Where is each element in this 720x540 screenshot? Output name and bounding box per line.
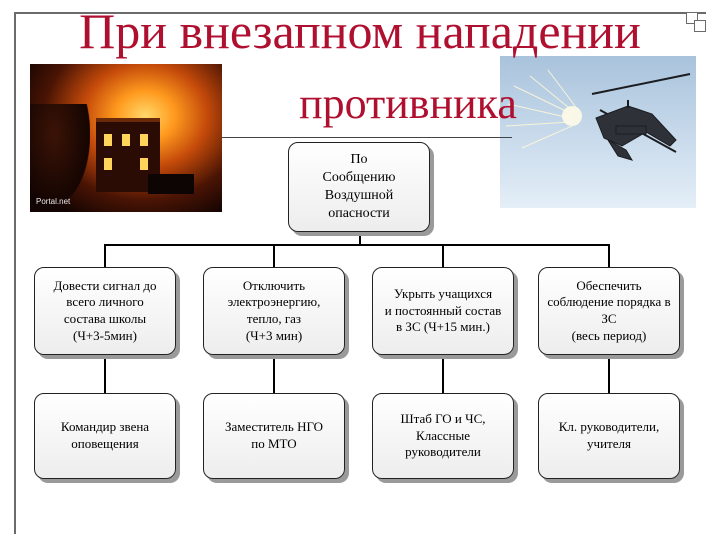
- air-raid-alert-box: По Сообщению Воздушной опасности: [288, 142, 430, 232]
- connector-mid-4: [608, 354, 610, 394]
- responsible-box-staff: Штаб ГО и ЧС, Классные руководители: [372, 393, 514, 479]
- responsible-box-teachers: Кл. руководители, учителя: [538, 393, 680, 479]
- connector-top-stem: [359, 231, 361, 245]
- action-box-utilities: Отключить электроэнергию, тепло, газ (Ч+…: [203, 267, 345, 355]
- action-box-text: Отключить электроэнергию, тепло, газ (Ч+…: [228, 278, 321, 345]
- slide-title-line2: противника: [48, 82, 720, 126]
- action-box-text: Укрыть учащихся и постоянный состав в ЗС…: [385, 286, 501, 336]
- connector-horizontal-bus: [104, 244, 610, 246]
- action-box-signal: Довести сигнал до всего личного состава …: [34, 267, 176, 355]
- connector-drop-1: [104, 244, 106, 268]
- responsible-box-text: Штаб ГО и ЧС, Классные руководители: [401, 411, 486, 461]
- air-raid-alert-text: По Сообщению Воздушной опасности: [323, 151, 396, 224]
- action-box-text: Обеспечить соблюдение порядка в ЗС (весь…: [543, 278, 675, 345]
- action-box-shelter: Укрыть учащихся и постоянный состав в ЗС…: [372, 267, 514, 355]
- connector-mid-2: [273, 354, 275, 394]
- connector-mid-1: [104, 354, 106, 394]
- photo-watermark: Portal.net: [36, 197, 70, 206]
- action-box-order: Обеспечить соблюдение порядка в ЗС (весь…: [538, 267, 680, 355]
- responsible-box-deputy: Заместитель НГО по МТО: [203, 393, 345, 479]
- connector-mid-3: [442, 354, 444, 394]
- attack-helicopter-photo: [500, 56, 696, 208]
- connector-drop-3: [442, 244, 444, 268]
- responsible-box-text: Заместитель НГО по МТО: [225, 419, 323, 452]
- slide-frame-left: [14, 12, 16, 534]
- slide-title-line1: При внезапном нападении: [0, 6, 720, 56]
- connector-drop-2: [273, 244, 275, 268]
- title-underline: [222, 137, 512, 138]
- connector-drop-4: [608, 244, 610, 268]
- responsible-box-text: Кл. руководители, учителя: [559, 419, 660, 452]
- action-box-text: Довести сигнал до всего личного состава …: [54, 278, 157, 345]
- responsible-box-notification: Командир звена оповещения: [34, 393, 176, 479]
- responsible-box-text: Командир звена оповещения: [61, 419, 149, 452]
